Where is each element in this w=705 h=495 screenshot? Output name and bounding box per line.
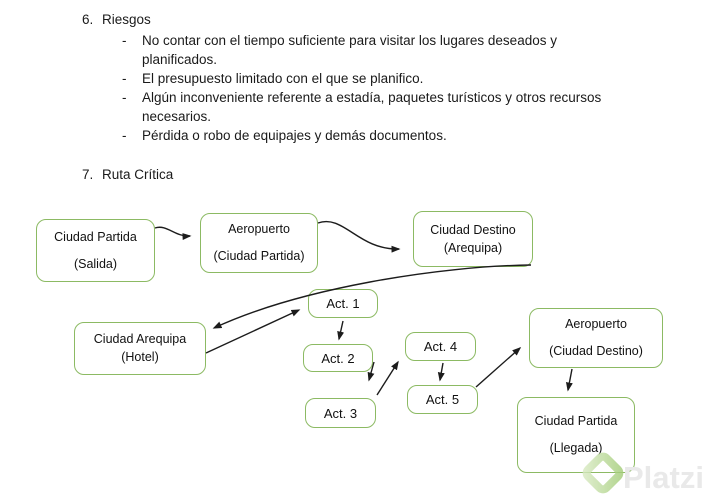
- node-label: Ciudad Arequipa: [93, 332, 187, 346]
- list-item: - El presupuesto limitado con el que se …: [82, 69, 601, 88]
- node-label: (Llegada): [549, 441, 603, 455]
- node-label: (Ciudad Partida): [213, 249, 305, 263]
- node-label: (Ciudad Destino): [549, 344, 643, 358]
- list-item: - Pérdida o robo de equipajes y demás do…: [82, 126, 601, 145]
- riesgos-bullet-list: - No contar con el tiempo suficiente par…: [82, 31, 601, 145]
- arrow-act5-to-aeropuerto-destino: [475, 347, 522, 388]
- node-label: Ciudad Partida: [54, 229, 137, 244]
- arrow-arequipa-to-act1: [205, 309, 301, 354]
- arrow-act4-to-act5: [437, 362, 445, 382]
- bullet-dash: -: [122, 71, 127, 86]
- arrow-act3-to-act4: [376, 360, 399, 396]
- bullet-dash: -: [122, 33, 127, 48]
- arrow-act1-to-act2: [337, 320, 345, 341]
- arrow-aeropuerto-to-destino: [317, 220, 401, 253]
- flowchart-node-ciudad-arequipa-hotel: Ciudad Arequipa (Hotel): [74, 322, 206, 375]
- platzi-watermark-text: Platzi: [623, 460, 704, 495]
- list-item: - Algún inconveniente referente a estadí…: [82, 88, 601, 126]
- section-title: Ruta Crítica: [102, 167, 174, 182]
- flowchart-node-ciudad-partida-salida: Ciudad Partida (Salida): [36, 219, 155, 282]
- arrow-salida-to-aeropuerto: [154, 226, 192, 240]
- node-label: Act. 5: [425, 392, 460, 407]
- bullet-text: No contar con el tiempo suficiente para …: [142, 33, 557, 48]
- bullet-text: necesarios.: [142, 109, 212, 124]
- flowchart-node-aeropuerto-ciudad-partida: Aeropuerto (Ciudad Partida): [200, 213, 318, 273]
- list-item: - No contar con el tiempo suficiente par…: [82, 31, 601, 69]
- flowchart-node-ciudad-destino-arequipa: Ciudad Destino (Arequipa): [413, 211, 533, 267]
- section-ruta-critica: 7. Ruta Crítica: [82, 165, 173, 184]
- node-label: Act. 3: [323, 405, 358, 421]
- node-label: Act. 1: [326, 296, 360, 311]
- flowchart-node-aeropuerto-ciudad-destino: Aeropuerto (Ciudad Destino): [529, 308, 663, 368]
- section-riesgos: 6. Riesgos - No contar con el tiempo suf…: [82, 10, 601, 145]
- node-label: Ciudad Partida: [534, 414, 618, 428]
- flowchart-node-act-1: Act. 1: [308, 289, 378, 318]
- node-label: Act. 2: [321, 350, 355, 366]
- bullet-text: Pérdida o robo de equipajes y demás docu…: [142, 128, 447, 143]
- node-label: (Arequipa): [443, 240, 503, 255]
- list-number: 6.: [82, 12, 94, 27]
- bullet-dash: -: [122, 128, 127, 143]
- bullet-text: planificados.: [142, 52, 218, 67]
- bullet-text: Algún inconveniente referente a estadía,…: [142, 90, 602, 105]
- list-number: 7.: [82, 167, 94, 182]
- flowchart-node-act-4: Act. 4: [405, 332, 476, 361]
- arrow-aeropuerto-destino-to-llegada: [565, 368, 573, 392]
- bullet-text: El presupuesto limitado con el que se pl…: [142, 71, 424, 86]
- flowchart-node-act-3: Act. 3: [305, 398, 376, 428]
- flowchart-node-ciudad-partida-llegada: Ciudad Partida (Llegada): [517, 397, 635, 473]
- flowchart-node-act-2: Act. 2: [303, 344, 373, 372]
- bullet-dash: -: [122, 90, 127, 105]
- node-label: Act. 4: [423, 339, 458, 354]
- node-label: (Hotel): [121, 350, 159, 364]
- node-label: Aeropuerto: [228, 222, 290, 236]
- node-label: (Salida): [73, 256, 118, 271]
- flowchart-node-act-5: Act. 5: [407, 385, 478, 414]
- node-label: Ciudad Destino: [430, 222, 516, 237]
- node-label: Aeropuerto: [565, 317, 627, 331]
- section-title: Riesgos: [102, 12, 151, 27]
